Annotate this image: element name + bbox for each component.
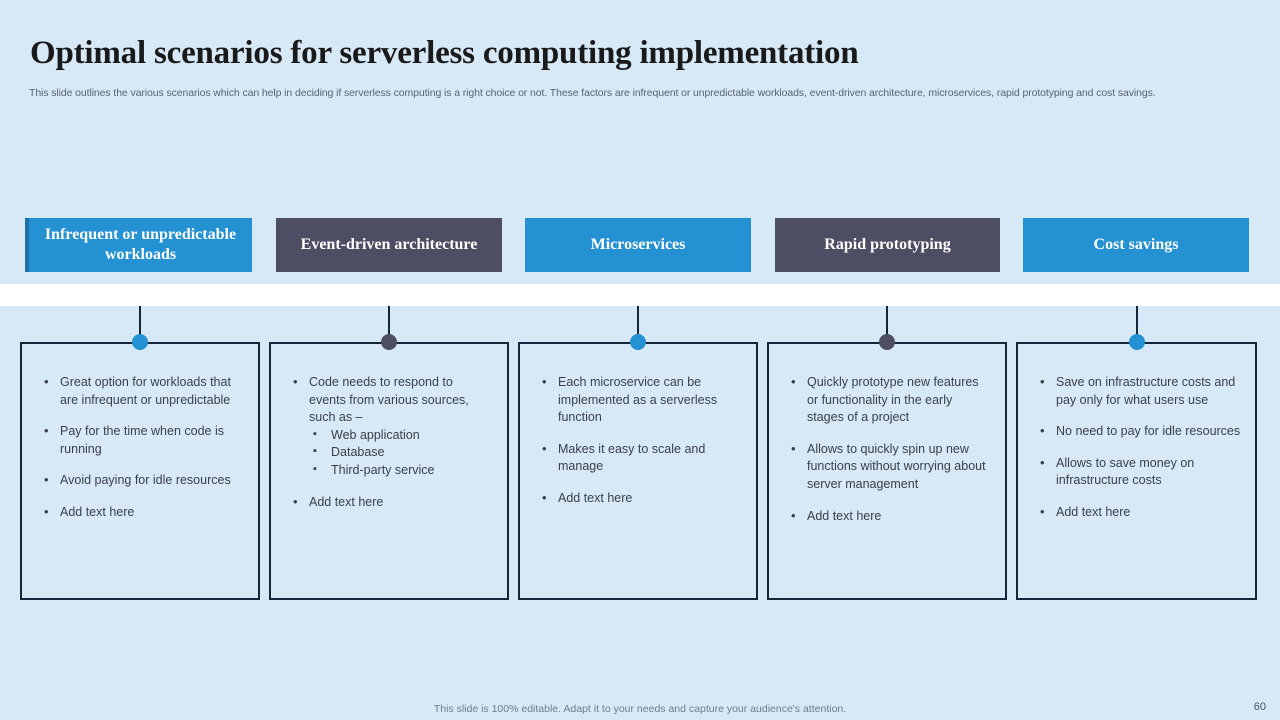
bullet-item: Add text here — [1030, 503, 1241, 522]
connector-dot — [879, 334, 895, 350]
column-header-chip[interactable]: Cost savings — [1023, 218, 1249, 272]
column-card[interactable]: Code needs to respond to events from var… — [269, 342, 509, 600]
bullet-item: Great option for workloads that are infr… — [34, 373, 244, 409]
bullet-item: No need to pay for idle resources — [1030, 422, 1241, 441]
connector-dot — [132, 334, 148, 350]
bullet-text: Great option for workloads that are infr… — [60, 375, 231, 407]
connector-line — [139, 306, 141, 342]
bullet-list: Each microservice can be implemented as … — [532, 373, 742, 508]
footer-note: This slide is 100% editable. Adapt it to… — [433, 703, 847, 715]
column-card[interactable]: Quickly prototype new features or functi… — [767, 342, 1007, 600]
connector-line — [637, 306, 639, 342]
bullet-item: Pay for the time when code is running — [34, 422, 244, 458]
bullet-item: Allows to save money on infrastructure c… — [1030, 454, 1241, 490]
column-card[interactable]: Save on infrastructure costs and pay onl… — [1016, 342, 1257, 600]
bullet-text: Quickly prototype new features or functi… — [807, 375, 979, 425]
bullet-text: No need to pay for idle resources — [1056, 424, 1241, 439]
bullet-item: Add text here — [781, 507, 991, 526]
bullet-list: Code needs to respond to events from var… — [283, 373, 493, 512]
bullet-text: Add text here — [60, 504, 135, 519]
bullet-text: Makes it easy to scale and manage — [558, 441, 706, 474]
connector-dot — [381, 334, 397, 350]
connector-line — [388, 306, 390, 342]
bullet-item: Add text here — [283, 493, 493, 512]
bullet-item: Quickly prototype new features or functi… — [781, 373, 991, 427]
bullet-text: Allows to quickly spin up new functions … — [807, 441, 986, 491]
bullet-text: Save on infrastructure costs and pay onl… — [1056, 375, 1236, 407]
bullet-text: Pay for the time when code is running — [60, 424, 224, 456]
bullet-text: Add text here — [1056, 504, 1131, 519]
white-divider-band — [0, 284, 1280, 306]
column-card[interactable]: Great option for workloads that are infr… — [20, 342, 260, 600]
sub-bullet-item: Web application — [309, 426, 493, 445]
bullet-text: Add text here — [558, 490, 633, 505]
bullet-text: Add text here — [807, 508, 882, 523]
column-header-chip[interactable]: Event-driven architecture — [276, 218, 502, 272]
sub-bullet-item: Database — [309, 443, 493, 462]
bullet-list: Great option for workloads that are infr… — [34, 373, 244, 522]
bullet-list: Save on infrastructure costs and pay onl… — [1030, 373, 1241, 522]
bullet-item: Each microservice can be implemented as … — [532, 373, 742, 427]
page-title: Optimal scenarios for serverless computi… — [30, 35, 859, 71]
column-card[interactable]: Each microservice can be implemented as … — [518, 342, 758, 600]
connector-dot — [630, 334, 646, 350]
connector-line — [1135, 306, 1138, 342]
page-number: 60 — [1253, 701, 1266, 713]
header-chip-row: Infrequent or unpredictable workloads Eve… — [0, 218, 1280, 272]
bullet-text: Allows to save money on infrastructure c… — [1056, 455, 1195, 488]
column-header-chip[interactable]: Infrequent or unpredictable workloads — [25, 218, 252, 272]
bullet-text: Each microservice can be implemented as … — [558, 375, 718, 425]
bullet-item: Allows to quickly spin up new functions … — [781, 440, 991, 494]
connector-dot — [1128, 334, 1145, 350]
bullet-item: Code needs to respond to events from var… — [283, 373, 493, 480]
bullet-item: Add text here — [532, 489, 742, 508]
column-header-chip[interactable]: Microservices — [525, 218, 751, 272]
bullet-item: Makes it easy to scale and manage — [532, 440, 742, 476]
bullet-text: Avoid paying for idle resources — [60, 473, 231, 488]
bullet-item: Add text here — [34, 503, 244, 522]
column-header-chip[interactable]: Rapid prototyping — [775, 218, 1000, 272]
connector-line — [886, 306, 888, 342]
bullet-item: Save on infrastructure costs and pay onl… — [1030, 373, 1241, 409]
bullet-item: Avoid paying for idle resources — [34, 471, 244, 490]
bullet-list: Quickly prototype new features or functi… — [781, 373, 991, 526]
sub-bullet-list: Web applicationDatabaseThird-party servi… — [309, 426, 493, 480]
bullet-text: Add text here — [309, 494, 384, 509]
page-subtitle: This slide outlines the various scenario… — [29, 87, 1156, 99]
sub-bullet-item: Third-party service — [309, 461, 493, 480]
bullet-text: Code needs to respond to events from var… — [309, 375, 469, 425]
